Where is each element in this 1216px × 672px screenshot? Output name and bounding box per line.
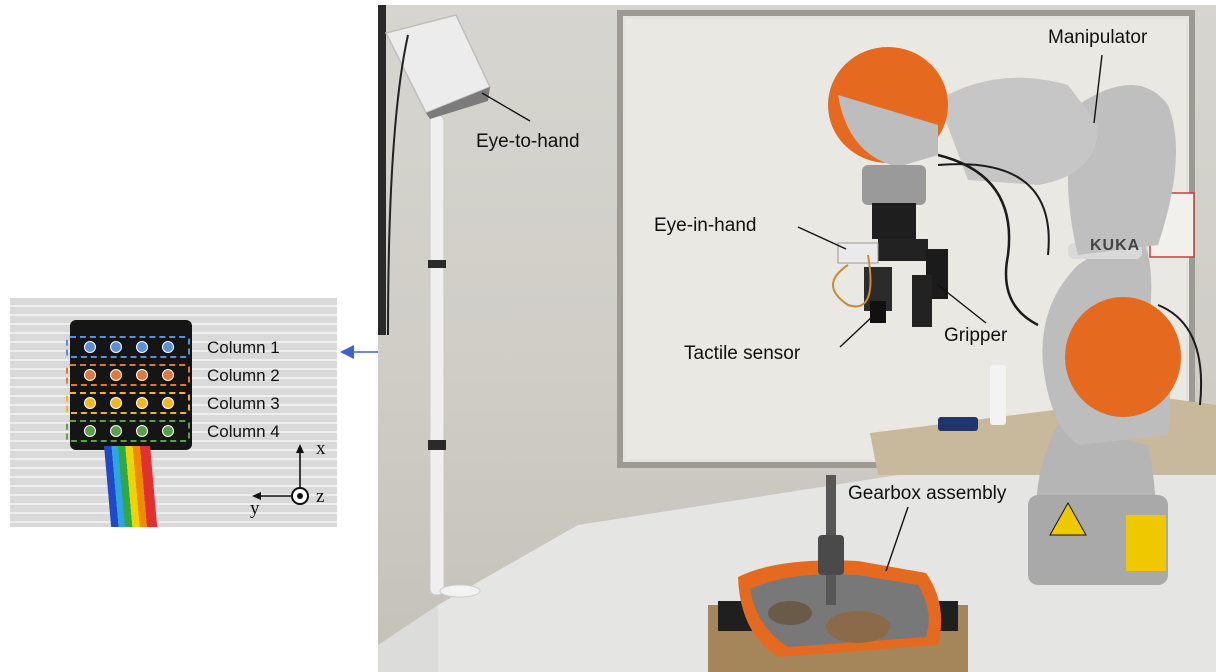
tactile-sensor-label: Tactile sensor bbox=[684, 343, 801, 364]
axis-y-label: y bbox=[250, 498, 260, 519]
taxel bbox=[162, 369, 174, 381]
taxel bbox=[110, 369, 122, 381]
taxel bbox=[136, 341, 148, 353]
manipulator-label: Manipulator bbox=[1048, 27, 1148, 48]
axis-x-label: x bbox=[316, 438, 326, 459]
coordinate-frame-icon bbox=[252, 444, 309, 505]
taxel bbox=[110, 425, 122, 437]
column-2-label: Column 2 bbox=[207, 366, 280, 385]
taxel bbox=[84, 341, 96, 353]
gearbox-assembly-label: Gearbox assembly bbox=[848, 483, 1007, 504]
column-1-outline bbox=[66, 336, 190, 358]
column-2-outline bbox=[66, 364, 190, 386]
taxel bbox=[136, 397, 148, 409]
taxel bbox=[110, 341, 122, 353]
column-4-outline bbox=[66, 420, 190, 442]
column-3-outline bbox=[66, 392, 190, 414]
column-4-label: Column 4 bbox=[207, 422, 280, 441]
eye-in-hand-label: Eye-in-hand bbox=[654, 215, 757, 236]
robot-scene bbox=[378, 5, 1216, 672]
robot-photo: KUKA Eye-to-hand Eye-in-hand Manipulator… bbox=[378, 5, 1216, 672]
taxel bbox=[162, 425, 174, 437]
gripper-label: Gripper bbox=[944, 325, 1008, 346]
column-1-label: Column 1 bbox=[207, 338, 280, 357]
tactile-sensor-inset: Column 1 Column 2 Column 3 Column 4 x y … bbox=[10, 298, 337, 527]
column-3-label: Column 3 bbox=[207, 394, 280, 413]
taxel bbox=[162, 341, 174, 353]
taxel bbox=[110, 397, 122, 409]
taxel bbox=[84, 397, 96, 409]
eye-to-hand-label: Eye-to-hand bbox=[476, 131, 580, 152]
taxel bbox=[84, 425, 96, 437]
brand-label: KUKA bbox=[1090, 237, 1141, 254]
axis-z-label: z bbox=[316, 486, 325, 507]
taxel bbox=[136, 369, 148, 381]
taxel bbox=[162, 397, 174, 409]
taxel bbox=[136, 425, 148, 437]
taxel bbox=[84, 369, 96, 381]
